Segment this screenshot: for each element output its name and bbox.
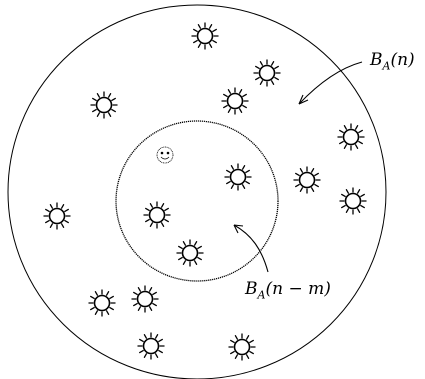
outer-ball-circle <box>7 4 387 379</box>
outer-ball-label-sub: A <box>382 59 391 73</box>
star-icon <box>221 87 249 115</box>
inner-ball-arrow <box>233 224 269 273</box>
star-icon <box>228 333 256 361</box>
inner-ball-circle <box>115 120 279 282</box>
star-icon <box>293 166 321 194</box>
inner-ball-label: BA(n − m) <box>245 279 331 301</box>
star-icon <box>143 201 171 229</box>
star-icon <box>131 285 159 313</box>
inner-ball-label-base: B <box>245 279 258 299</box>
star-icon <box>176 239 204 267</box>
smiley-icon <box>156 146 174 164</box>
star-icon <box>43 202 71 230</box>
star-icon <box>137 332 165 360</box>
inner-ball-label-arg: (n − m) <box>265 279 331 299</box>
star-icon <box>90 91 118 119</box>
star-icon <box>339 187 367 215</box>
outer-ball-label-base: B <box>370 50 383 70</box>
star-icon <box>337 123 365 151</box>
outer-ball-arrow <box>298 61 363 105</box>
star-icon <box>191 22 219 50</box>
inner-ball-label-sub: A <box>257 288 266 302</box>
star-icon <box>88 289 116 317</box>
star-icon <box>224 163 252 191</box>
star-icon <box>253 59 281 87</box>
outer-ball-label: BA(n) <box>370 50 415 72</box>
outer-ball-label-arg: (n) <box>390 50 415 70</box>
